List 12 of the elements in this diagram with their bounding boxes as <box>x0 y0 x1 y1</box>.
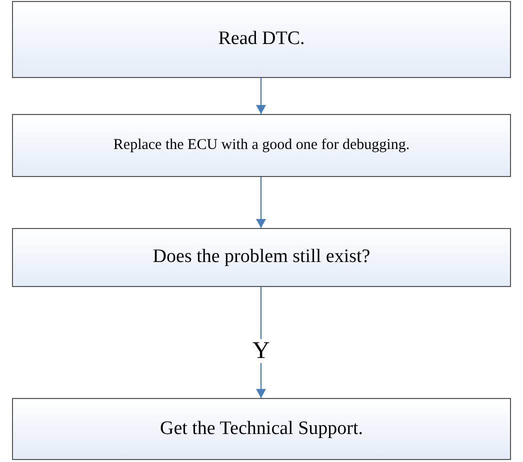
box-text: Replace the ECU with a good one for debugging. <box>113 136 410 156</box>
box-text: Read DTC. <box>218 27 305 52</box>
arrow <box>256 287 266 398</box>
arrow <box>256 177 266 228</box>
box-text: Does the problem still exist? <box>152 245 370 270</box>
edge-label: Y <box>250 338 272 362</box>
process-box <box>12 1 511 78</box>
process-box <box>12 114 511 177</box>
arrow <box>256 78 266 114</box>
process-box <box>12 398 511 460</box>
box-text: Get the Technical Support. <box>160 416 364 441</box>
process-box <box>12 228 511 287</box>
